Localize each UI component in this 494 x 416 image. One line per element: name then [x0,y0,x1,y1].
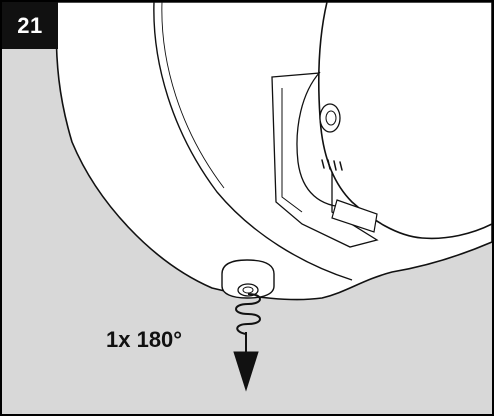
vent-slots [321,159,343,171]
lens-screw-outer [319,103,341,133]
bracket-inner [281,88,303,213]
spiral-rotation-icon [235,293,261,335]
housing-rim [153,2,353,281]
camera-tab [331,199,378,233]
lens-screw-inner [325,110,337,126]
step-number-badge: 21 [2,2,58,49]
camera-side [296,71,348,208]
arrow-down-icon [233,351,259,392]
rotation-instruction-label: 1x 180° [106,327,183,352]
screw-boss [221,259,275,299]
housing-rim-inner [161,2,225,189]
screw-head [237,283,259,297]
